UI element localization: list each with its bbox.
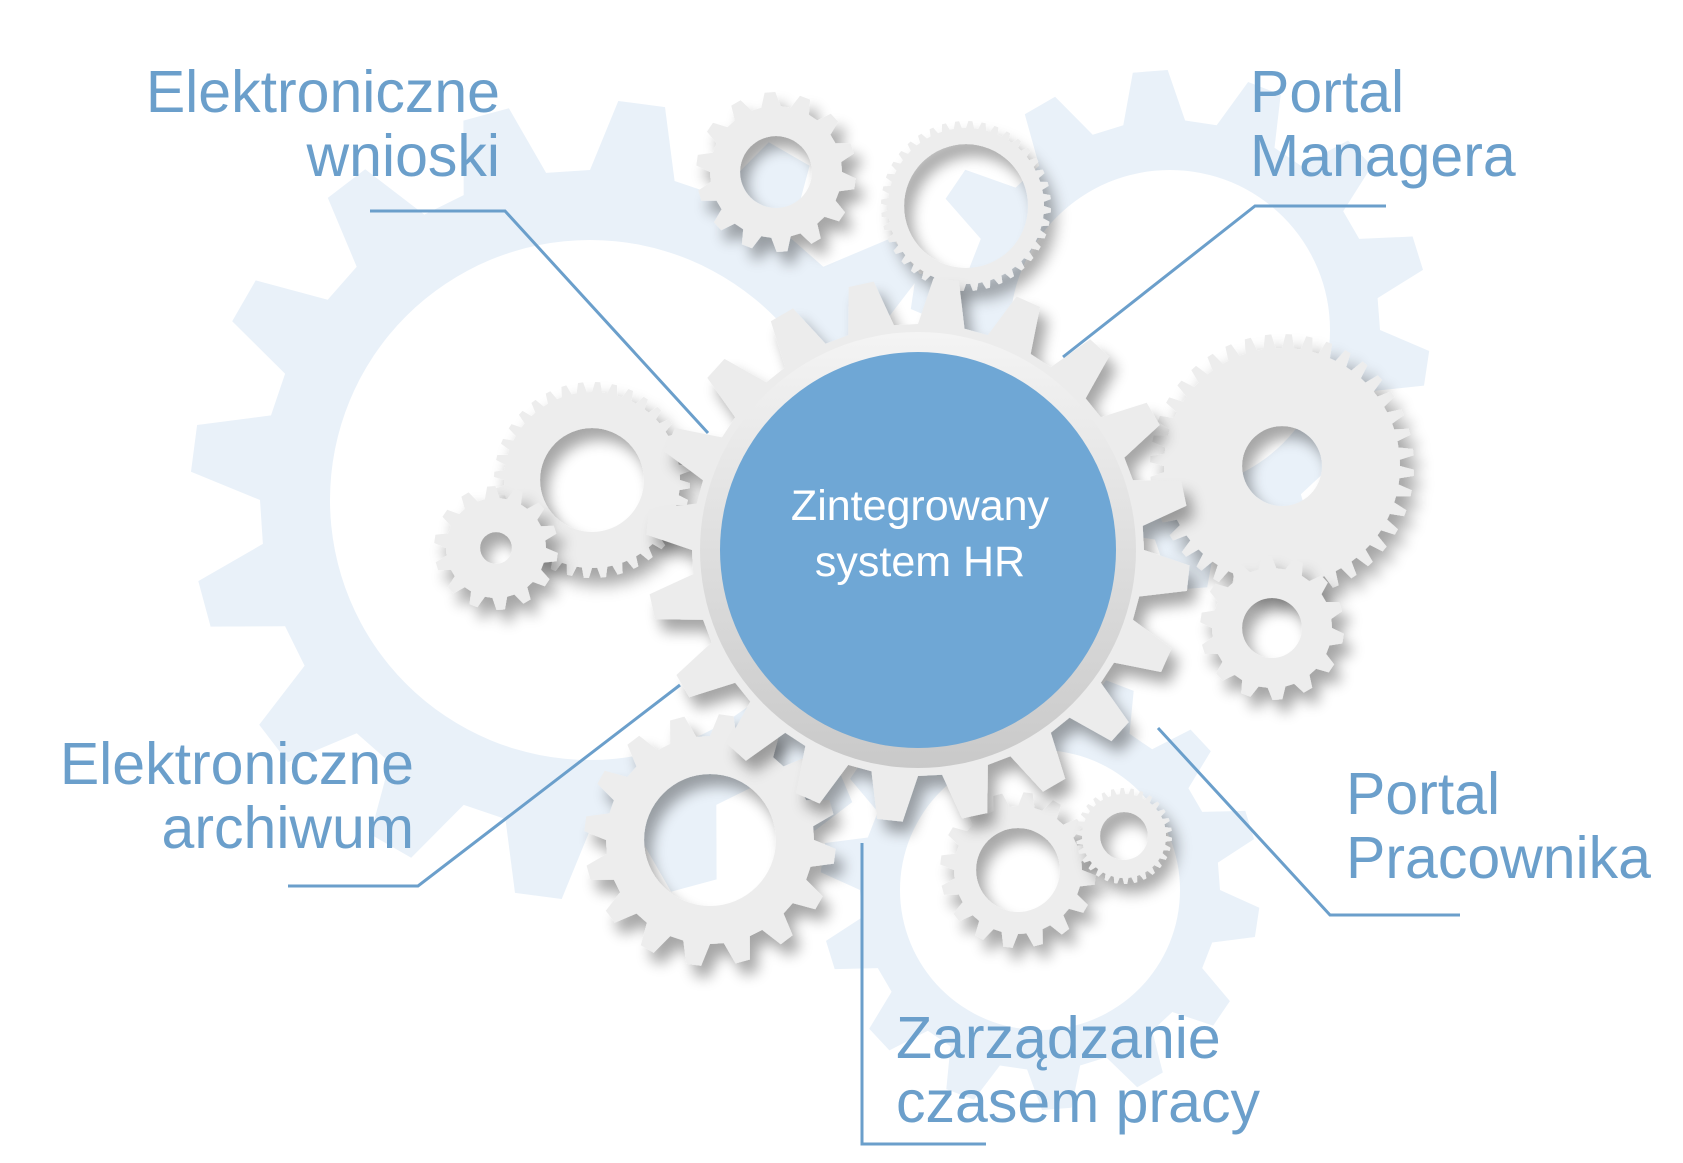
hub-label-line2: system HR (814, 538, 1026, 586)
label-elektroniczne-archiwum: Elektroniczne archiwum (30, 732, 414, 860)
connector-archiwum (288, 683, 681, 888)
connector-manager (1062, 204, 1386, 359)
connector-wnioski (370, 209, 710, 435)
label-czas-line2: czasem pracy (896, 1069, 1260, 1135)
gear-bottom-left-icon (584, 714, 836, 966)
background-gear-bottom-icon (820, 670, 1260, 1110)
label-pracownik-line1: Portal (1346, 761, 1501, 827)
label-archiwum-line1: Elektroniczne (59, 731, 414, 797)
label-wnioski-line2: wnioski (306, 123, 500, 189)
connector-czas (860, 843, 986, 1146)
label-portal-managera: Portal Managera (1250, 60, 1670, 188)
gear-bottom-fine-icon (1076, 788, 1172, 884)
label-manager-line1: Portal (1250, 59, 1405, 125)
label-czas-line1: Zarządzanie (896, 1005, 1221, 1071)
label-archiwum-line2: archiwum (161, 795, 414, 861)
label-zarzadzanie-czasem-pracy: Zarządzanie czasem pracy (896, 1006, 1316, 1134)
label-wnioski-line1: Elektroniczne (145, 59, 500, 125)
gear-bottom-middle-icon (940, 792, 1096, 948)
gear-left-small-icon (434, 486, 558, 610)
hub-label: Zintegrowany system HR (720, 478, 1120, 590)
gear-top-small-icon (696, 92, 856, 252)
connector-pracownik (1156, 726, 1460, 917)
hub-circle (720, 352, 1116, 748)
hub-label-line1: Zintegrowany (790, 482, 1050, 530)
label-manager-line2: Managera (1250, 123, 1516, 189)
gear-right-small-icon (1200, 556, 1344, 700)
label-pracownik-line2: Pracownika (1346, 825, 1651, 891)
foreground-gears (434, 92, 1414, 966)
label-elektroniczne-wnioski: Elektroniczne wnioski (120, 60, 500, 188)
gear-right-large-icon (1150, 334, 1414, 598)
label-portal-pracownika: Portal Pracownika (1346, 762, 1676, 890)
